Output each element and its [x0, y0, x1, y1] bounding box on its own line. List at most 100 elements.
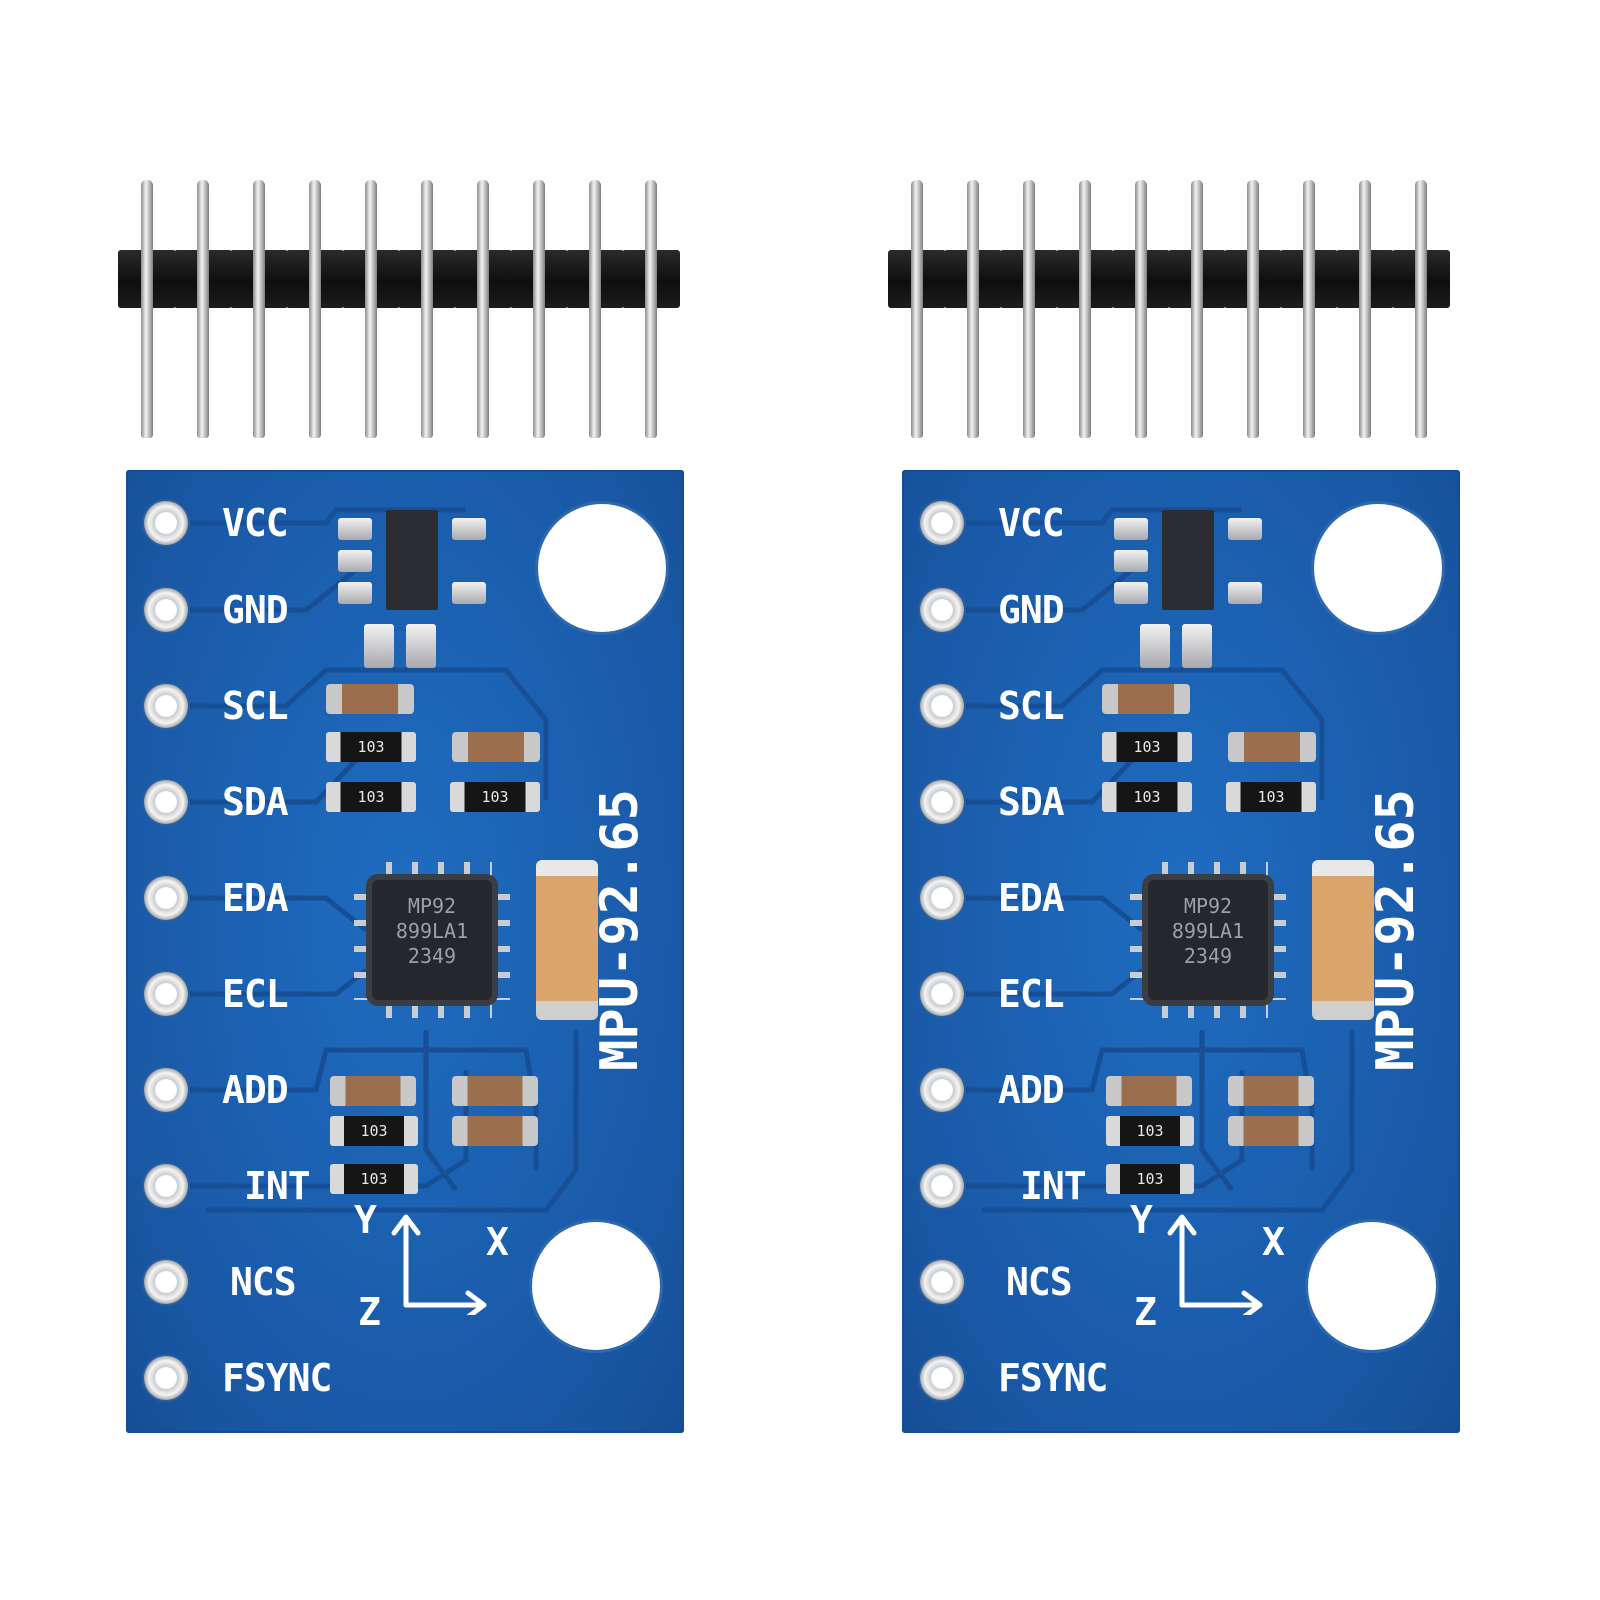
mounting-hole — [532, 1222, 660, 1350]
chip-marking: MP92 899LA1 2349 — [378, 894, 486, 969]
regulator-lead — [452, 582, 486, 604]
pin-pad[interactable] — [144, 1260, 188, 1304]
model-text: MPU-92.65 — [1366, 789, 1426, 1071]
mounting-hole — [1314, 504, 1442, 632]
pin-pad[interactable] — [920, 588, 964, 632]
header-pin — [365, 180, 377, 438]
pin-pad[interactable] — [920, 501, 964, 545]
header-pin — [1359, 180, 1371, 438]
pin-pad[interactable] — [144, 1356, 188, 1400]
pin-label-ecl: ECL — [998, 972, 1065, 1016]
pin-pad[interactable] — [920, 684, 964, 728]
chip-line: 2349 — [407, 944, 457, 968]
regulator-lead — [1228, 582, 1262, 604]
pin-pad[interactable] — [144, 1164, 188, 1208]
header-pin — [589, 180, 601, 438]
regulator-lead — [338, 518, 372, 540]
ceramic-capacitor — [1228, 732, 1316, 762]
pin-pad[interactable] — [144, 588, 188, 632]
header-pin — [1191, 180, 1203, 438]
voltage-regulator — [386, 510, 438, 610]
pin-label-vcc: VCC — [222, 501, 289, 545]
pin-pad[interactable] — [144, 501, 188, 545]
mounting-hole — [538, 504, 666, 632]
chip-line: 899LA1 — [1171, 919, 1245, 943]
pin-pad[interactable] — [920, 1356, 964, 1400]
ceramic-capacitor — [1228, 1076, 1314, 1106]
resistor: 103 — [1106, 1164, 1194, 1194]
header-pin — [309, 180, 321, 438]
header-pin — [253, 180, 265, 438]
voltage-regulator — [1162, 510, 1214, 610]
ceramic-capacitor — [1102, 684, 1190, 714]
resistor: 103 — [1102, 732, 1192, 762]
pin-label-vcc: VCC — [998, 501, 1065, 545]
ceramic-capacitor — [330, 1076, 416, 1106]
ceramic-capacitor — [326, 684, 414, 714]
pin-pad[interactable] — [920, 780, 964, 824]
header-pin — [477, 180, 489, 438]
pin-pad[interactable] — [144, 1068, 188, 1112]
axis-label-y: Y — [354, 1198, 377, 1242]
axis-arrows — [1167, 1214, 1263, 1315]
pin-label-fsync: FSYNC — [998, 1356, 1108, 1400]
pin-pad[interactable] — [920, 1068, 964, 1112]
tantalum-capacitor — [1312, 860, 1374, 1020]
chip-line: MP92 — [407, 894, 457, 918]
pin-pad[interactable] — [144, 684, 188, 728]
resistor: 103 — [326, 782, 416, 812]
smd-pad — [1140, 624, 1170, 668]
pin-label-eda: EDA — [222, 876, 289, 920]
chip-line: 899LA1 — [395, 919, 469, 943]
axis-label-y: Y — [1130, 1198, 1153, 1242]
regulator-lead — [452, 518, 486, 540]
header-pin — [533, 180, 545, 438]
pin-pad[interactable] — [920, 972, 964, 1016]
axis-label-z: Z — [358, 1290, 381, 1334]
header-pin — [421, 180, 433, 438]
resistor: 103 — [1226, 782, 1316, 812]
mounting-hole — [1308, 1222, 1436, 1350]
pin-label-scl: SCL — [998, 684, 1065, 728]
pin-pad[interactable] — [144, 972, 188, 1016]
ceramic-capacitor — [452, 1116, 538, 1146]
header-pin — [1303, 180, 1315, 438]
axis-label-x: X — [486, 1220, 509, 1264]
axis-label-z: Z — [1134, 1290, 1157, 1334]
smd-pad — [406, 624, 436, 668]
regulator-lead — [1228, 518, 1262, 540]
smd-pad — [1182, 624, 1212, 668]
pin-label-ecl: ECL — [222, 972, 289, 1016]
pin-label-gnd: GND — [222, 588, 289, 632]
pin-pad[interactable] — [920, 1260, 964, 1304]
pin-header-right — [888, 180, 1450, 438]
pin-label-ncs: NCS — [1006, 1260, 1073, 1304]
ceramic-capacitor — [452, 1076, 538, 1106]
chip-line: MP92 — [1183, 894, 1233, 918]
pin-label-gnd: GND — [998, 588, 1065, 632]
pin-label-int: INT — [1020, 1164, 1087, 1208]
header-pin — [141, 180, 153, 438]
pin-pad[interactable] — [144, 876, 188, 920]
sensor-board-right: VCC GND SCL SDA EDA ECL ADD INT NCS FSYN… — [902, 470, 1460, 1433]
pin-label-fsync: FSYNC — [222, 1356, 332, 1400]
pin-pad[interactable] — [920, 876, 964, 920]
pin-pad[interactable] — [144, 780, 188, 824]
header-pin — [911, 180, 923, 438]
header-pin — [1247, 180, 1259, 438]
pin-label-int: INT — [244, 1164, 311, 1208]
model-text: MPU-92.65 — [590, 789, 650, 1071]
header-pin — [645, 180, 657, 438]
pin-label-eda: EDA — [998, 876, 1065, 920]
pin-label-ncs: NCS — [230, 1260, 297, 1304]
header-pin — [1079, 180, 1091, 438]
regulator-lead — [1114, 582, 1148, 604]
pin-label-sda: SDA — [998, 780, 1065, 824]
axis-label-x: X — [1262, 1220, 1285, 1264]
axis-arrows — [391, 1214, 487, 1315]
resistor: 103 — [330, 1164, 418, 1194]
pin-pad[interactable] — [920, 1164, 964, 1208]
chip-line: 2349 — [1183, 944, 1233, 968]
header-pin — [967, 180, 979, 438]
